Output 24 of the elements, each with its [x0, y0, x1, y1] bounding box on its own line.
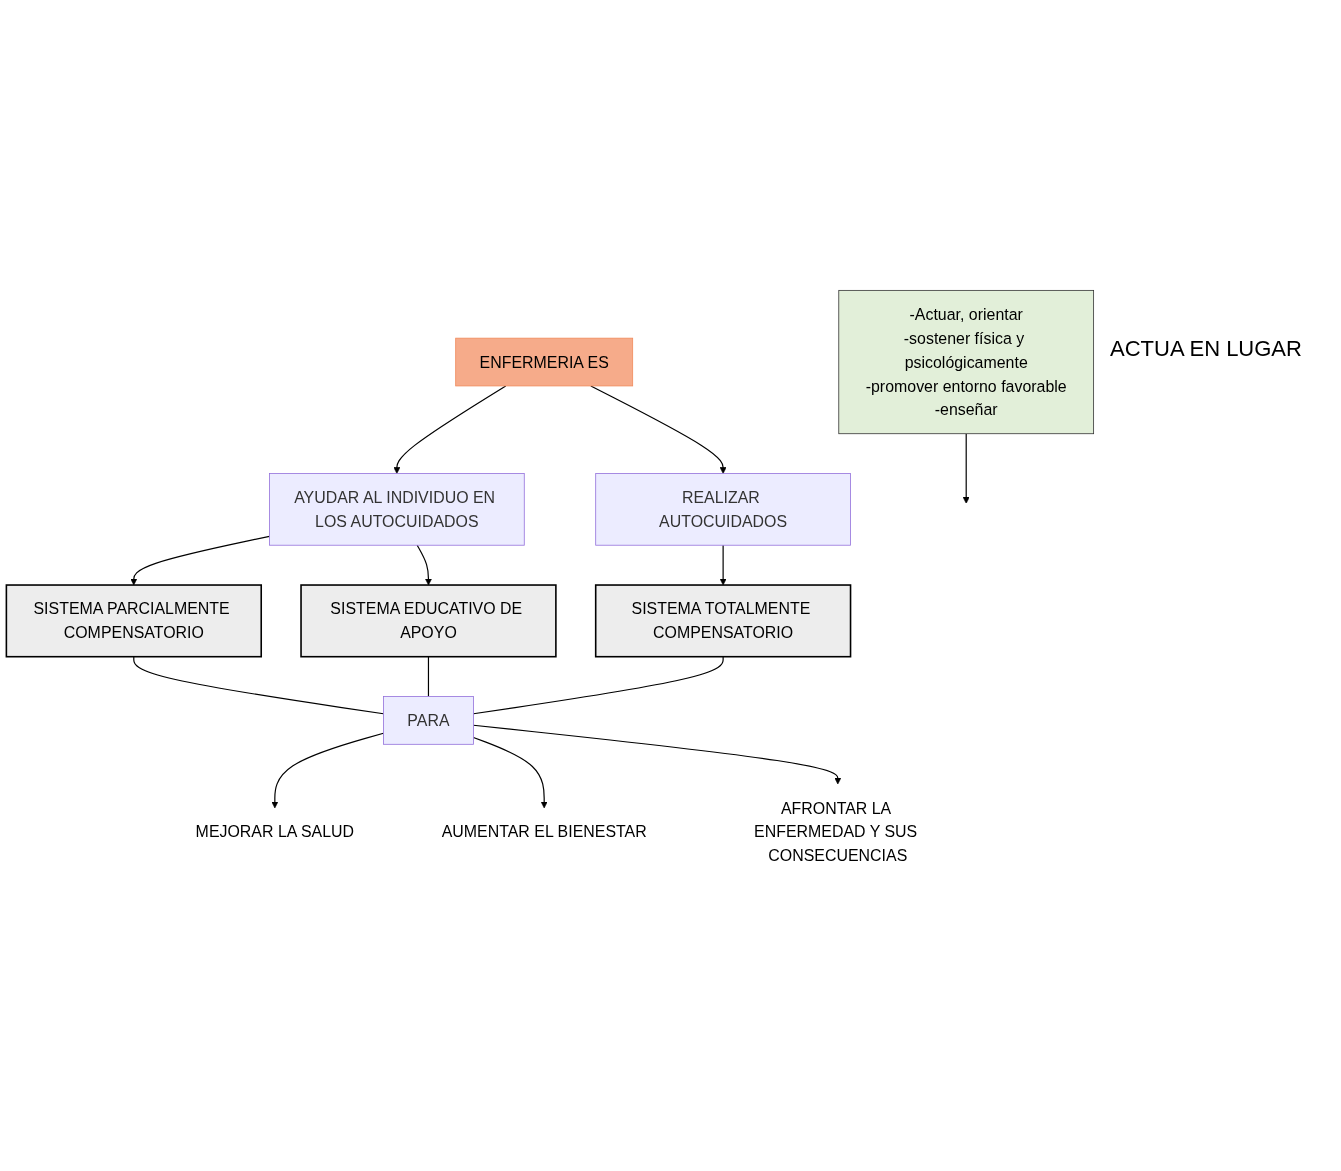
- arrow: [962, 433, 970, 505]
- node-text: MEJORAR LA SALUD: [195, 823, 355, 842]
- node-text: AUMENTAR EL BIENESTAR: [441, 823, 647, 842]
- arrow: [719, 545, 727, 586]
- arrow: [271, 733, 385, 809]
- arrow: [472, 737, 548, 809]
- node-box: AYUDAR AL INDIVIDUO EN LOS AUTOCUIDADOS: [269, 473, 525, 547]
- arrow: [590, 385, 727, 475]
- node-box: -Actuar, orientar -sostener física y psicológicamente -promover entorno favorable -enseñar: [838, 290, 1094, 435]
- node-box: SISTEMA TOTALMENTE COMPENSATORIO: [594, 584, 852, 658]
- arrow: [416, 545, 432, 586]
- node-box: SISTEMA EDUCATIVO DE APOYO: [300, 584, 557, 658]
- connector: [427, 656, 430, 698]
- arrow: [130, 536, 271, 586]
- arrow: [472, 725, 842, 785]
- node-box: PARA: [383, 696, 474, 746]
- note-text: ACTUA EN LUGAR: [1110, 336, 1303, 362]
- node-box: REALIZAR AUTOCUIDADOS: [595, 473, 851, 547]
- connector: [472, 656, 724, 715]
- node-box: SISTEMA PARCIALMENTE COMPENSATORIO: [5, 584, 262, 658]
- arrow: [393, 385, 507, 475]
- node-box: ENFERMERIA ES: [455, 338, 634, 387]
- node-text: AFRONTAR LA ENFERMEDAD Y SUS CONSECUENCIAS: [754, 799, 918, 866]
- connector: [133, 656, 385, 715]
